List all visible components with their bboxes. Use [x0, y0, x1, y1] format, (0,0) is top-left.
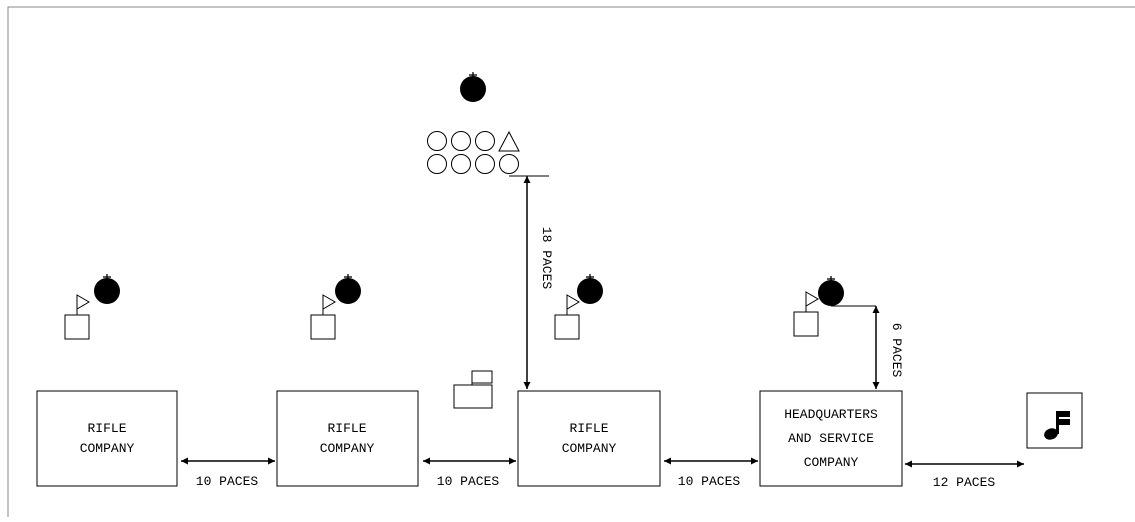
- hq-officer-icon: [817, 275, 845, 307]
- distance-label-18: 18 PACES: [539, 227, 554, 290]
- distance-label-gap2: 10 PACES: [437, 474, 500, 489]
- unit-label-line: COMPANY: [804, 455, 859, 470]
- frame-border: [7, 6, 1135, 517]
- distance-label-gap4: 12 PACES: [933, 475, 996, 490]
- band-box: [1026, 392, 1083, 449]
- unit-box-2: RIFLE COMPANY: [276, 390, 419, 487]
- color-guard-icon: [453, 370, 493, 409]
- unit-label-line: HEADQUARTERS: [784, 407, 878, 422]
- staff-circle-icon: [475, 131, 495, 151]
- distance-label-gap1: 10 PACES: [196, 474, 259, 489]
- colors-triangle-icon: [498, 130, 520, 152]
- staff-circle-icon: [427, 154, 447, 174]
- unit-label-line: RIFLE: [87, 421, 126, 436]
- staff-circle-icon: [451, 154, 471, 174]
- staff-circle-icon: [475, 154, 495, 174]
- staff-circle-icon: [451, 131, 471, 151]
- unit-box-4: HEADQUARTERS AND SERVICE COMPANY: [759, 390, 903, 487]
- unit-label-line: AND SERVICE: [788, 431, 874, 446]
- company1-guidon-bearer-icon: [64, 294, 90, 340]
- distance-label-gap3: 10 PACES: [678, 474, 741, 489]
- company1-officer-icon: [93, 273, 121, 305]
- company2-guidon-bearer-icon: [310, 294, 336, 340]
- unit-label-line: RIFLE: [569, 421, 608, 436]
- unit-box-1: RIFLE COMPANY: [36, 390, 178, 487]
- unit-label-line: COMPANY: [80, 441, 135, 456]
- company3-guidon-bearer-icon: [554, 294, 580, 340]
- unit-box-3: RIFLE COMPANY: [517, 390, 661, 487]
- distance-label-6: 6 PACES: [889, 323, 904, 378]
- hq-guidon-bearer-icon: [793, 291, 819, 337]
- staff-circle-icon: [427, 131, 447, 151]
- company2-officer-icon: [334, 273, 362, 305]
- commander-officer-icon: [459, 71, 487, 103]
- staff-circle-icon: [499, 154, 519, 174]
- unit-label-line: COMPANY: [562, 441, 617, 456]
- unit-label-line: RIFLE: [327, 421, 366, 436]
- staff-formation: [427, 130, 520, 174]
- unit-label-line: COMPANY: [320, 441, 375, 456]
- company3-officer-icon: [576, 273, 604, 305]
- music-note-icon: [1044, 411, 1070, 440]
